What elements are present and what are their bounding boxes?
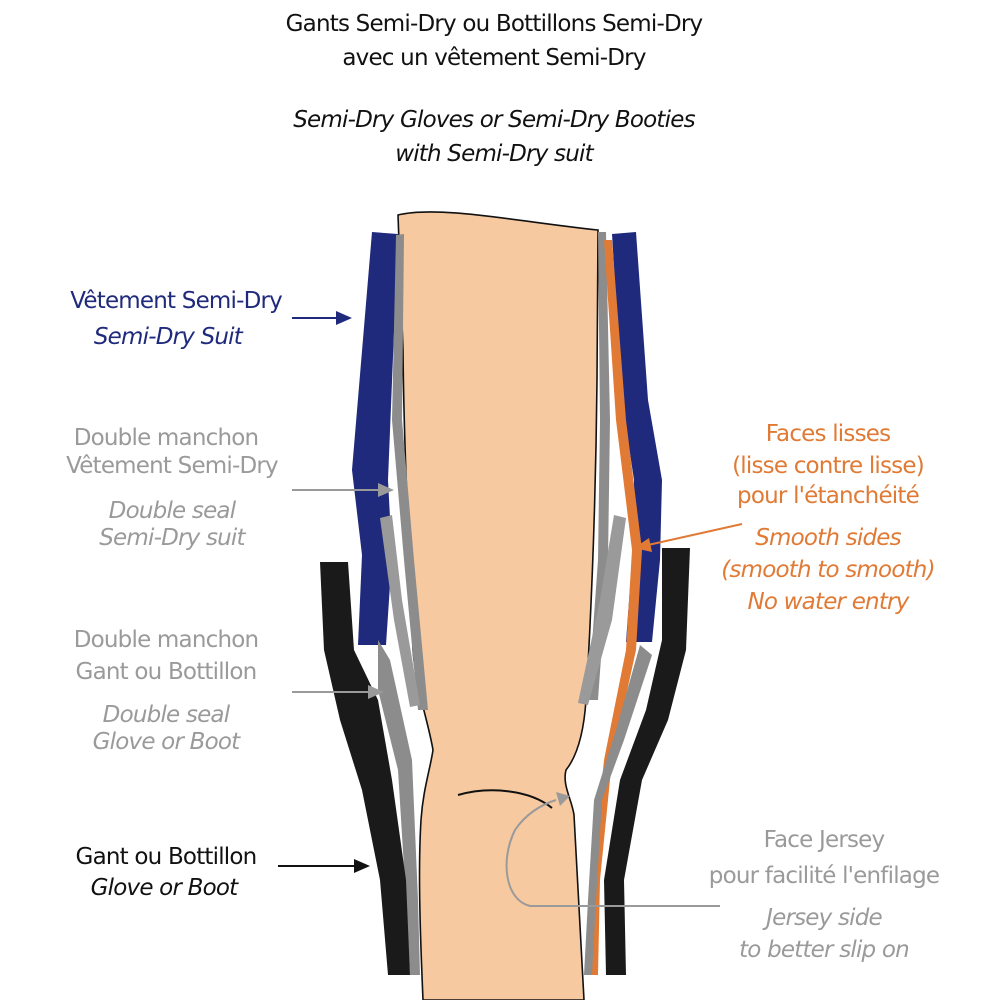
arrow-glove [278, 859, 370, 873]
label-smooth-fr-3: pour l'étanchéité [737, 483, 920, 509]
arrow-smooth [634, 523, 743, 552]
arrow-suit-seal [292, 483, 394, 497]
glove-right [604, 548, 690, 975]
suit-right [612, 232, 662, 642]
label-suit-seal-fr-1: Double manchon [73, 425, 259, 451]
label-jersey-en-2: to better slip on [739, 937, 910, 963]
label-glove-en: Glove or Boot [90, 875, 239, 901]
limb-shape [397, 211, 599, 1000]
label-smooth-en-3: No water entry [747, 589, 909, 615]
limb-crease [457, 789, 553, 809]
label-glove-fr: Gant ou Bottillon [75, 844, 258, 870]
label-suit-fr: Vêtement Semi-Dry [70, 288, 283, 314]
arrow-jersey [505, 792, 720, 907]
label-jersey-en-1: Jersey side [766, 905, 883, 931]
label-smooth-en-1: Smooth sides [755, 525, 901, 551]
label-jersey-fr-1: Face Jersey [763, 827, 885, 853]
title-en-line1: Semi-Dry Gloves or Semi-Dry Booties [293, 107, 695, 133]
label-suit-seal-fr-2: Vêtement Semi-Dry [66, 453, 279, 479]
suit-seal-left-inner [380, 515, 420, 707]
label-smooth-fr-1: Faces lisses [765, 421, 891, 447]
glove-left [320, 562, 410, 975]
title-en-line2: with Semi-Dry suit [395, 141, 593, 167]
glove-seal-right [584, 645, 652, 975]
label-smooth-en-2: (smooth to smooth) [721, 557, 935, 583]
label-suit-seal-en-2: Semi-Dry suit [99, 525, 245, 551]
arrow-glove-seal [292, 685, 384, 699]
title-fr-line2: avec un vêtement Semi-Dry [342, 45, 646, 71]
label-glove-seal-en-1: Double seal [102, 702, 230, 728]
label-jersey-fr-2: pour facilité l'enfilage [708, 863, 940, 889]
glove-seal-left [378, 640, 420, 975]
title-fr-line1: Gants Semi-Dry ou Bottillons Semi-Dry [285, 11, 704, 37]
suit-seal-right-inner [578, 515, 626, 705]
label-suit-en: Semi-Dry Suit [93, 324, 243, 350]
label-smooth-fr-2: (lisse contre lisse) [732, 453, 925, 479]
label-glove-seal-fr-1: Double manchon [73, 627, 259, 653]
label-glove-seal-fr-2: Gant ou Bottillon [75, 659, 258, 685]
label-glove-seal-en-2: Glove or Boot [92, 729, 241, 755]
arrow-suit [292, 311, 352, 325]
label-suit-seal-en-1: Double seal [108, 498, 236, 524]
suit-seal-left [392, 234, 428, 710]
